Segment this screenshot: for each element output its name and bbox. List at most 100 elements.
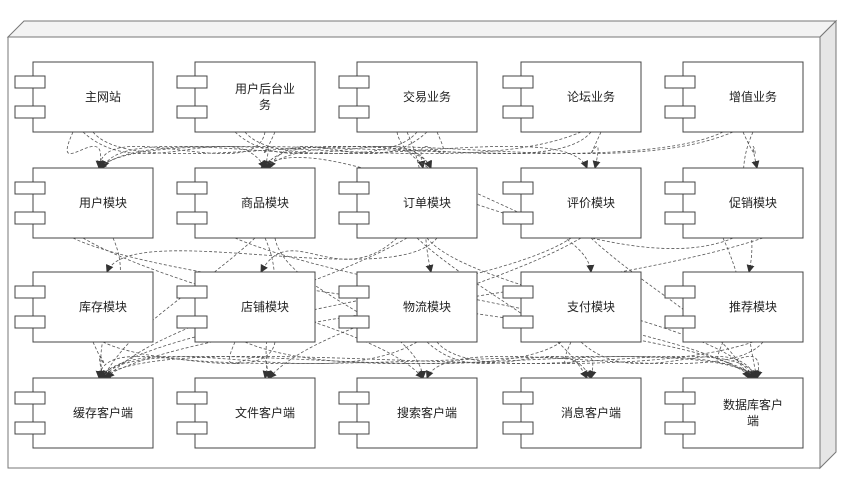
dependency-arrow-c04-c10 <box>98 131 724 169</box>
component-c30: 缓存客户端 <box>14 377 154 449</box>
component-label: 数据库客户 <box>723 397 783 412</box>
component-label: 论坛业务 <box>567 89 615 104</box>
component-box <box>32 167 154 239</box>
component-box <box>682 61 804 133</box>
dependency-arrow-c13-c30 <box>102 237 572 379</box>
component-box <box>682 377 804 449</box>
component-c00: 主网站 <box>14 61 154 133</box>
component-c21: 店铺模块 <box>176 271 316 343</box>
component-tab-icon <box>338 181 370 195</box>
component-tab-icon <box>176 211 208 225</box>
component-c02: 交易业务 <box>338 61 478 133</box>
dependency-arrow-c01-c13 <box>244 131 589 169</box>
component-box <box>356 271 478 343</box>
component-tab-icon <box>176 105 208 119</box>
dependency-arrow-c24-c34 <box>717 341 763 379</box>
component-tab-icon <box>502 285 534 299</box>
component-tab-icon <box>14 75 46 89</box>
component-tab-icon <box>502 181 534 195</box>
dependency-arrow-c02-c10 <box>101 131 418 169</box>
component-c31: 文件客户端 <box>176 377 316 449</box>
component-tab-icon <box>502 75 534 89</box>
dependency-arrow-c04-c11 <box>264 131 734 169</box>
component-label: 增值业务 <box>729 89 777 104</box>
component-c03: 论坛业务 <box>502 61 642 133</box>
dependency-arrow-c22-c30 <box>98 341 418 379</box>
dependency-arrow-c22-c33 <box>426 341 592 379</box>
dependency-arrow-c03-c11 <box>263 131 592 169</box>
component-tab-icon <box>176 181 208 195</box>
component-tab-icon <box>14 105 46 119</box>
component-c20: 库存模块 <box>14 271 154 343</box>
component-label: 商品模块 <box>241 195 289 210</box>
component-label: 交易业务 <box>403 89 451 104</box>
component-tab-icon <box>338 391 370 405</box>
component-tab-icon <box>176 421 208 435</box>
component-label: 用户后台业 <box>235 81 295 96</box>
component-box <box>356 167 478 239</box>
component-tab-icon <box>502 211 534 225</box>
component-c32: 搜索客户端 <box>338 377 478 449</box>
component-label: 评价模块 <box>567 196 615 210</box>
component-label: 主网站 <box>85 90 121 104</box>
component-label: 消息客户端 <box>561 405 621 420</box>
component-c23: 支付模块 <box>502 271 642 343</box>
component-label: 务 <box>259 97 271 112</box>
dependency-arrow-c20-c30 <box>92 341 106 379</box>
component-label: 搜索客户端 <box>397 405 457 420</box>
component-tab-icon <box>502 421 534 435</box>
component-c22: 物流模块 <box>338 271 478 343</box>
dependency-arrow-c04-c14 <box>742 131 760 169</box>
dependency-arrow-c21-c34 <box>244 341 758 379</box>
component-tab-icon <box>176 315 208 329</box>
component-label: 库存模块 <box>79 299 127 314</box>
component-box <box>520 167 642 239</box>
component-box <box>194 271 316 343</box>
dependency-arrow-c00-c10 <box>66 131 105 169</box>
component-tab-icon <box>338 315 370 329</box>
component-box <box>194 377 316 449</box>
component-tab-icon <box>502 315 534 329</box>
component-label: 订单模块 <box>403 196 451 210</box>
component-tab-icon <box>664 181 696 195</box>
component-tab-icon <box>664 105 696 119</box>
dependency-arrow-c00-c11 <box>82 131 266 169</box>
component-box <box>520 271 642 343</box>
component-box <box>520 377 642 449</box>
component-label: 端 <box>747 414 759 428</box>
component-label: 文件客户端 <box>235 405 295 420</box>
component-tab-icon <box>176 285 208 299</box>
component-box <box>32 377 154 449</box>
dependency-arrow-c21-c30 <box>95 341 276 379</box>
component-label: 缓存客户端 <box>73 405 133 420</box>
component-tab-icon <box>664 391 696 405</box>
component-tab-icon <box>14 421 46 435</box>
component-tab-icon <box>14 391 46 405</box>
component-label: 推荐模块 <box>729 300 777 314</box>
component-label: 用户模块 <box>79 195 127 210</box>
component-box <box>194 61 316 133</box>
component-tab-icon <box>664 315 696 329</box>
component-box <box>356 61 478 133</box>
component-c14: 促销模块 <box>664 167 804 239</box>
component-c11: 商品模块 <box>176 167 316 239</box>
component-tab-icon <box>14 211 46 225</box>
component-c13: 评价模块 <box>502 167 642 239</box>
dependency-arrow-c11-c30 <box>102 237 256 379</box>
dependency-arrow-c14-c34 <box>722 237 760 379</box>
component-tab-icon <box>14 315 46 329</box>
component-c10: 用户模块 <box>14 167 154 239</box>
component-box <box>682 167 804 239</box>
component-box <box>194 167 316 239</box>
component-box <box>356 377 478 449</box>
dependency-arrow-c01-c12 <box>234 131 432 169</box>
dependency-arrow-c12-c21 <box>260 237 398 273</box>
dependency-arrow-c11-c32 <box>274 237 427 379</box>
component-box <box>682 271 804 343</box>
component-tab-icon <box>338 285 370 299</box>
component-tab-icon <box>176 391 208 405</box>
